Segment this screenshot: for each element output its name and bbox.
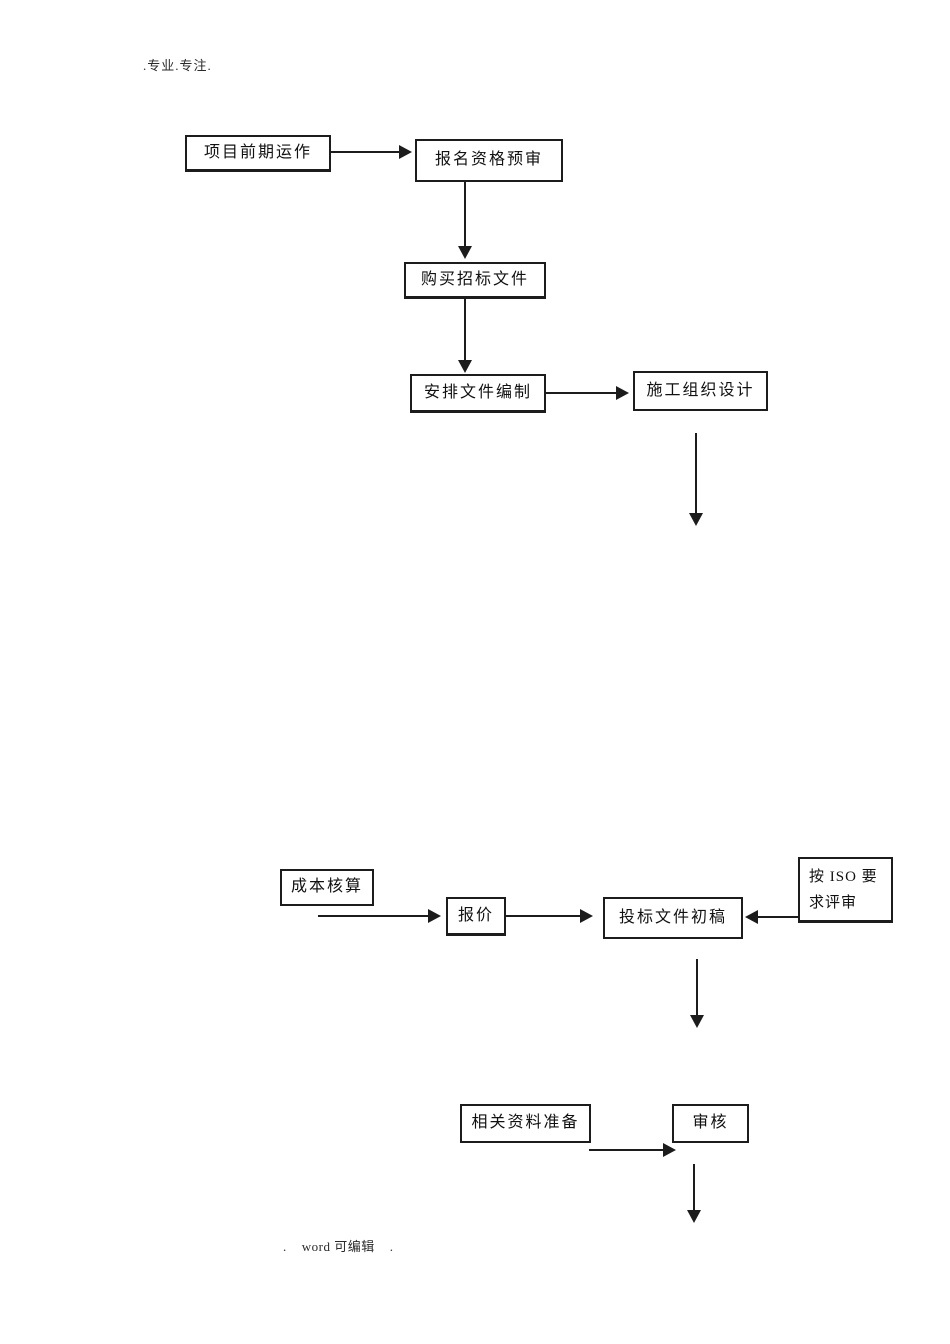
arrowhead-down-icon xyxy=(687,1210,701,1223)
flow-node-cost-accounting: 成本核算 xyxy=(280,869,374,906)
arrowhead-right-icon xyxy=(663,1143,676,1157)
arrowhead-down-icon xyxy=(458,246,472,259)
arrowhead-down-icon xyxy=(690,1015,704,1028)
arrowhead-left-icon xyxy=(745,910,758,924)
flow-node-bid-document-draft: 投标文件初稿 xyxy=(603,897,743,939)
arrowhead-down-icon xyxy=(689,513,703,526)
flow-node-review: 审核 xyxy=(672,1104,749,1143)
arrowhead-down-icon xyxy=(458,360,472,373)
arrowhead-right-icon xyxy=(616,386,629,400)
flow-node-construction-organization-design: 施工组织设计 xyxy=(633,371,768,411)
header-note: .专业.专注. xyxy=(143,58,212,73)
flow-node-arrange-document-compilation: 安排文件编制 xyxy=(410,374,546,413)
arrowhead-right-icon xyxy=(399,145,412,159)
flow-node-purchase-bidding-documents: 购买招标文件 xyxy=(404,262,546,299)
arrowhead-right-icon xyxy=(580,909,593,923)
footer-note: . word 可编辑 . xyxy=(283,1239,394,1254)
flow-node-registration-prequalification: 报名资格预审 xyxy=(415,139,563,182)
flow-node-quotation: 报价 xyxy=(446,897,506,936)
flow-node-iso-review: 按 ISO 要求评审 xyxy=(798,857,893,923)
flow-node-related-materials-preparation: 相关资料准备 xyxy=(460,1104,591,1143)
arrowhead-right-icon xyxy=(428,909,441,923)
flow-node-project-preliminary: 项目前期运作 xyxy=(185,135,331,172)
